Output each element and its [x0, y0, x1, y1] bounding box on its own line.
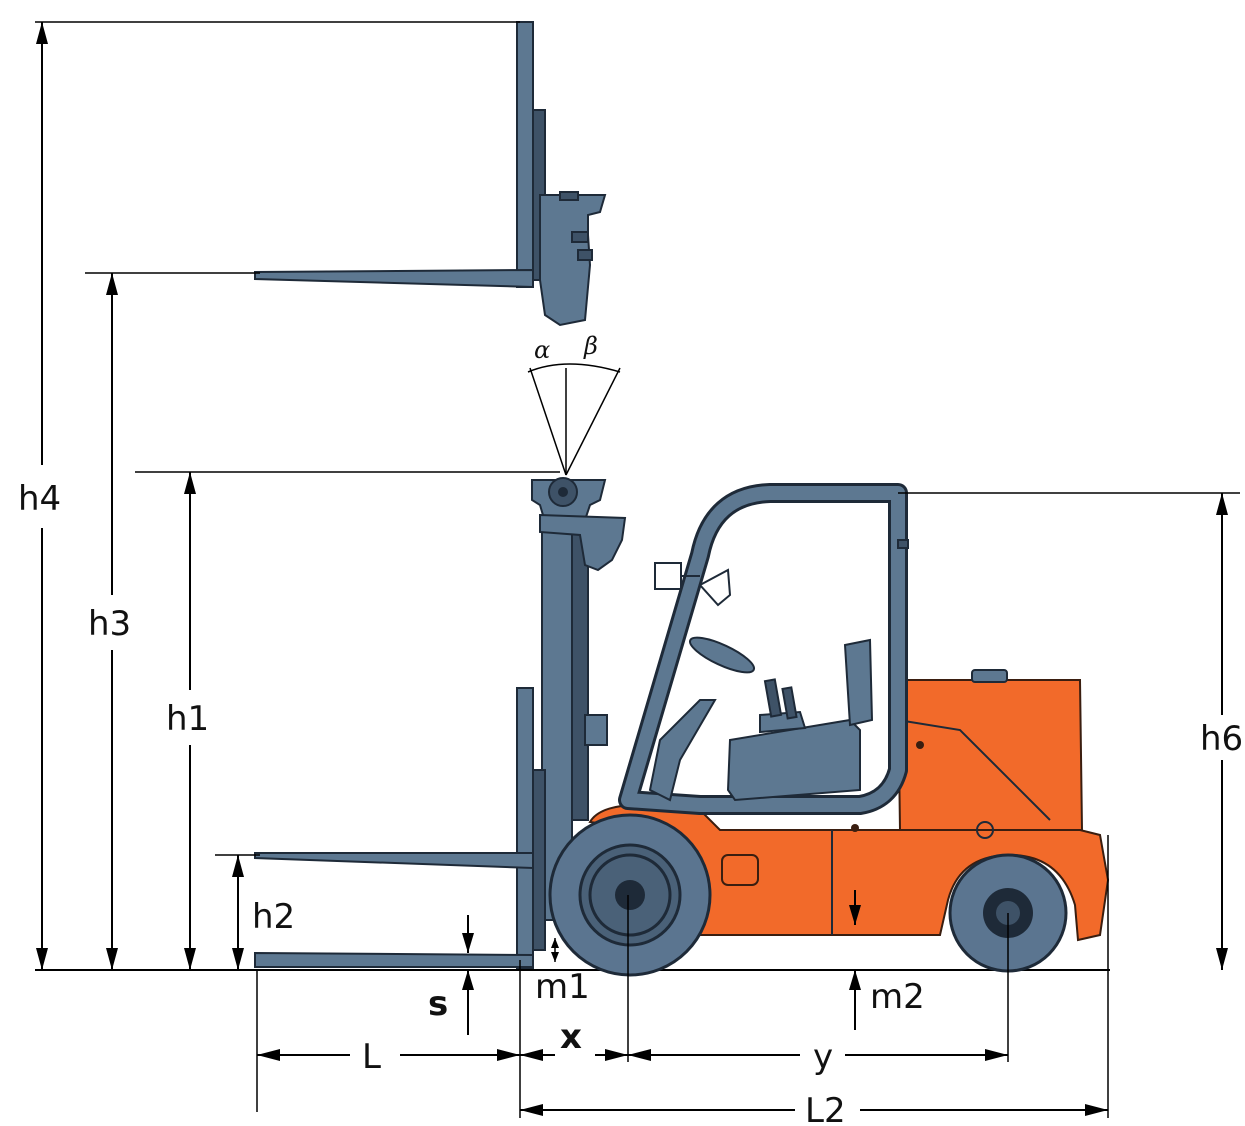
steering-wheel: [688, 636, 756, 674]
tow-handle: [971, 669, 1008, 683]
raised-lift-cylinder: [539, 194, 607, 327]
dim-s: s: [428, 915, 474, 1035]
h2-label: h2: [252, 897, 295, 937]
steering-column: [648, 699, 717, 802]
raised-fork-tine: [254, 268, 534, 289]
l-label: L: [362, 1037, 381, 1077]
lowered-fork: [254, 687, 546, 969]
dim-m2: m2: [849, 890, 925, 1030]
lowered-fork-tine: [254, 951, 534, 968]
x-label: x: [560, 1017, 582, 1057]
guard-frame: [621, 486, 905, 812]
h1-label: h1: [166, 699, 209, 739]
lowered-fork-upright: [516, 687, 534, 969]
truck-body: [588, 669, 1110, 942]
h4-label: h4: [18, 479, 61, 519]
overhead-guard: [618, 483, 909, 815]
l2-label: L2: [805, 1091, 846, 1126]
mast-crossbar: [539, 513, 627, 572]
dim-l2: L2: [520, 1091, 1108, 1126]
counterweight: [896, 679, 1084, 831]
dim-l: L: [257, 1037, 520, 1077]
seat-base: [726, 718, 861, 802]
work-light-icon: [698, 568, 732, 607]
beta-label: β: [583, 332, 598, 360]
y-label: y: [813, 1037, 833, 1077]
dim-m1: m1: [535, 938, 590, 1007]
lever-2: [781, 686, 798, 720]
mid-fork-tine: [254, 852, 534, 870]
dim-h3: h3: [85, 272, 260, 970]
step: [721, 854, 759, 886]
mast: [531, 477, 627, 921]
raised-fork-carriage: [254, 21, 607, 327]
h3-label: h3: [88, 604, 131, 644]
m1-label: m1: [535, 967, 590, 1007]
armrest: [759, 710, 807, 734]
seat-back: [843, 638, 874, 727]
tilt-angle-indicator: α β: [527, 332, 621, 476]
s-label: s: [428, 984, 448, 1024]
raised-fork-upright: [516, 21, 534, 288]
dim-h6: h6: [898, 492, 1243, 970]
m2-label: m2: [870, 977, 925, 1017]
dim-y: y: [628, 1037, 1008, 1077]
dim-h1: h1: [135, 471, 560, 970]
front-wheel: [548, 813, 712, 977]
dim-h2: h2: [215, 854, 295, 970]
inner-mast-rail: [571, 529, 589, 821]
operator-area: [648, 636, 874, 802]
lever-1: [763, 678, 783, 718]
lowered-carriage-plate: [532, 769, 546, 951]
dim-x: x: [520, 1017, 628, 1061]
alpha-label: α: [534, 336, 550, 364]
mirror: [654, 562, 682, 590]
dim-h4: h4: [18, 21, 520, 970]
h6-label: h6: [1200, 719, 1243, 759]
